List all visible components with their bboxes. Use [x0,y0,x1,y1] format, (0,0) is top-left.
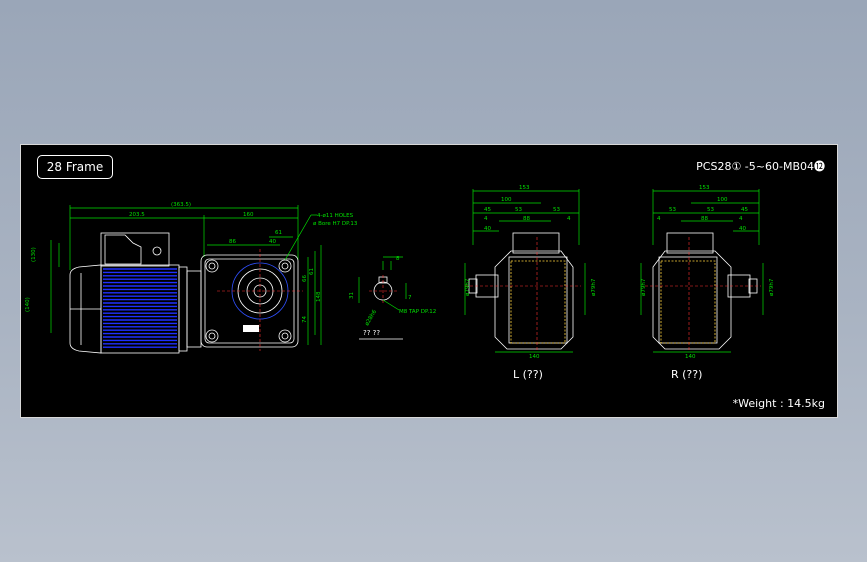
right-dim-153: 153 [699,185,710,191]
left-dim-140: 140 [529,354,540,360]
view-caption-left: L (??) [513,368,543,381]
note-tap: M8 TAP DP.12 [399,309,436,315]
dim-148: 148 [316,291,322,302]
note-bore: ø Bore H7 DP.13 [313,221,358,227]
weight-note: *Weight : 14.5kg [732,397,825,410]
dim-40: 40 [269,239,276,245]
dim-31: 31 [349,292,355,299]
right-dim-4a: 4 [657,216,661,222]
left-dim-88: 88 [523,216,530,222]
left-dim-dia-l: ø79h7 [465,278,471,296]
note-holes: 4-ø11 HOLES [317,213,354,219]
dim-61: 61 [275,230,282,236]
dim-shaft-dia: ø28h6 [364,309,378,327]
view-caption-right: R (??) [671,368,703,381]
motor-fins [103,268,177,348]
right-dim-100: 100 [717,197,728,203]
right-dim-88: 88 [701,216,708,222]
right-dim-4b: 4 [739,216,743,222]
shaft-detail: 8 31 7 ø28h6 M8 TAP DP.12 ?? ?? [349,256,436,340]
dim-74: 74 [302,316,308,323]
side-view: (363.5) 203.5 160 (130) (140) [25,202,358,354]
dim-height-total: (140) [25,297,31,312]
right-dim-140: 140 [685,354,696,360]
shaft-caption: ?? ?? [363,329,380,337]
right-dim-45: 45 [741,207,748,213]
dim-86: 86 [229,239,236,245]
dim-height-top: (130) [31,247,37,262]
left-dim-100: 100 [501,197,512,203]
left-dim-45: 45 [484,207,491,213]
end-view-right: 153 100 53 53 45 4 88 4 40 140 ø79h7 ø79… [640,185,775,360]
right-dim-53a: 53 [669,207,676,213]
left-dim-40: 40 [484,226,491,232]
right-dim-53b: 53 [707,207,714,213]
end-view-left: 153 100 45 53 53 4 88 4 40 140 ø79h7 ø79… [464,185,597,360]
left-dim-53a: 53 [515,207,522,213]
right-dim-40: 40 [739,226,746,232]
dim-motor-length: 203.5 [129,212,145,218]
dim-7: 7 [408,295,412,301]
frame-label: 28 Frame [37,155,113,179]
right-dim-dia-l: ø79h7 [641,278,647,296]
dim-61v: 61 [309,268,315,275]
left-dim-53b: 53 [553,207,560,213]
cad-drawing: (363.5) 203.5 160 (130) (140) [25,185,775,360]
left-dim-153: 153 [519,185,530,191]
left-dim-dia-r: ø79h7 [591,278,597,296]
dim-66: 66 [302,275,308,282]
dim-key-width: 8 [396,256,400,262]
left-dim-4b: 4 [567,216,571,222]
left-dim-4a: 4 [484,216,488,222]
dim-gear-length: 160 [243,212,254,218]
drawing-sheet: 28 Frame PCS28① -5~60-MB04⓬ (363.5) 203.… [20,144,838,418]
dim-overall-length: (363.5) [171,202,191,208]
right-dim-dia-r: ø79h7 [769,278,775,296]
model-code: PCS28① -5~60-MB04⓬ [696,160,825,173]
